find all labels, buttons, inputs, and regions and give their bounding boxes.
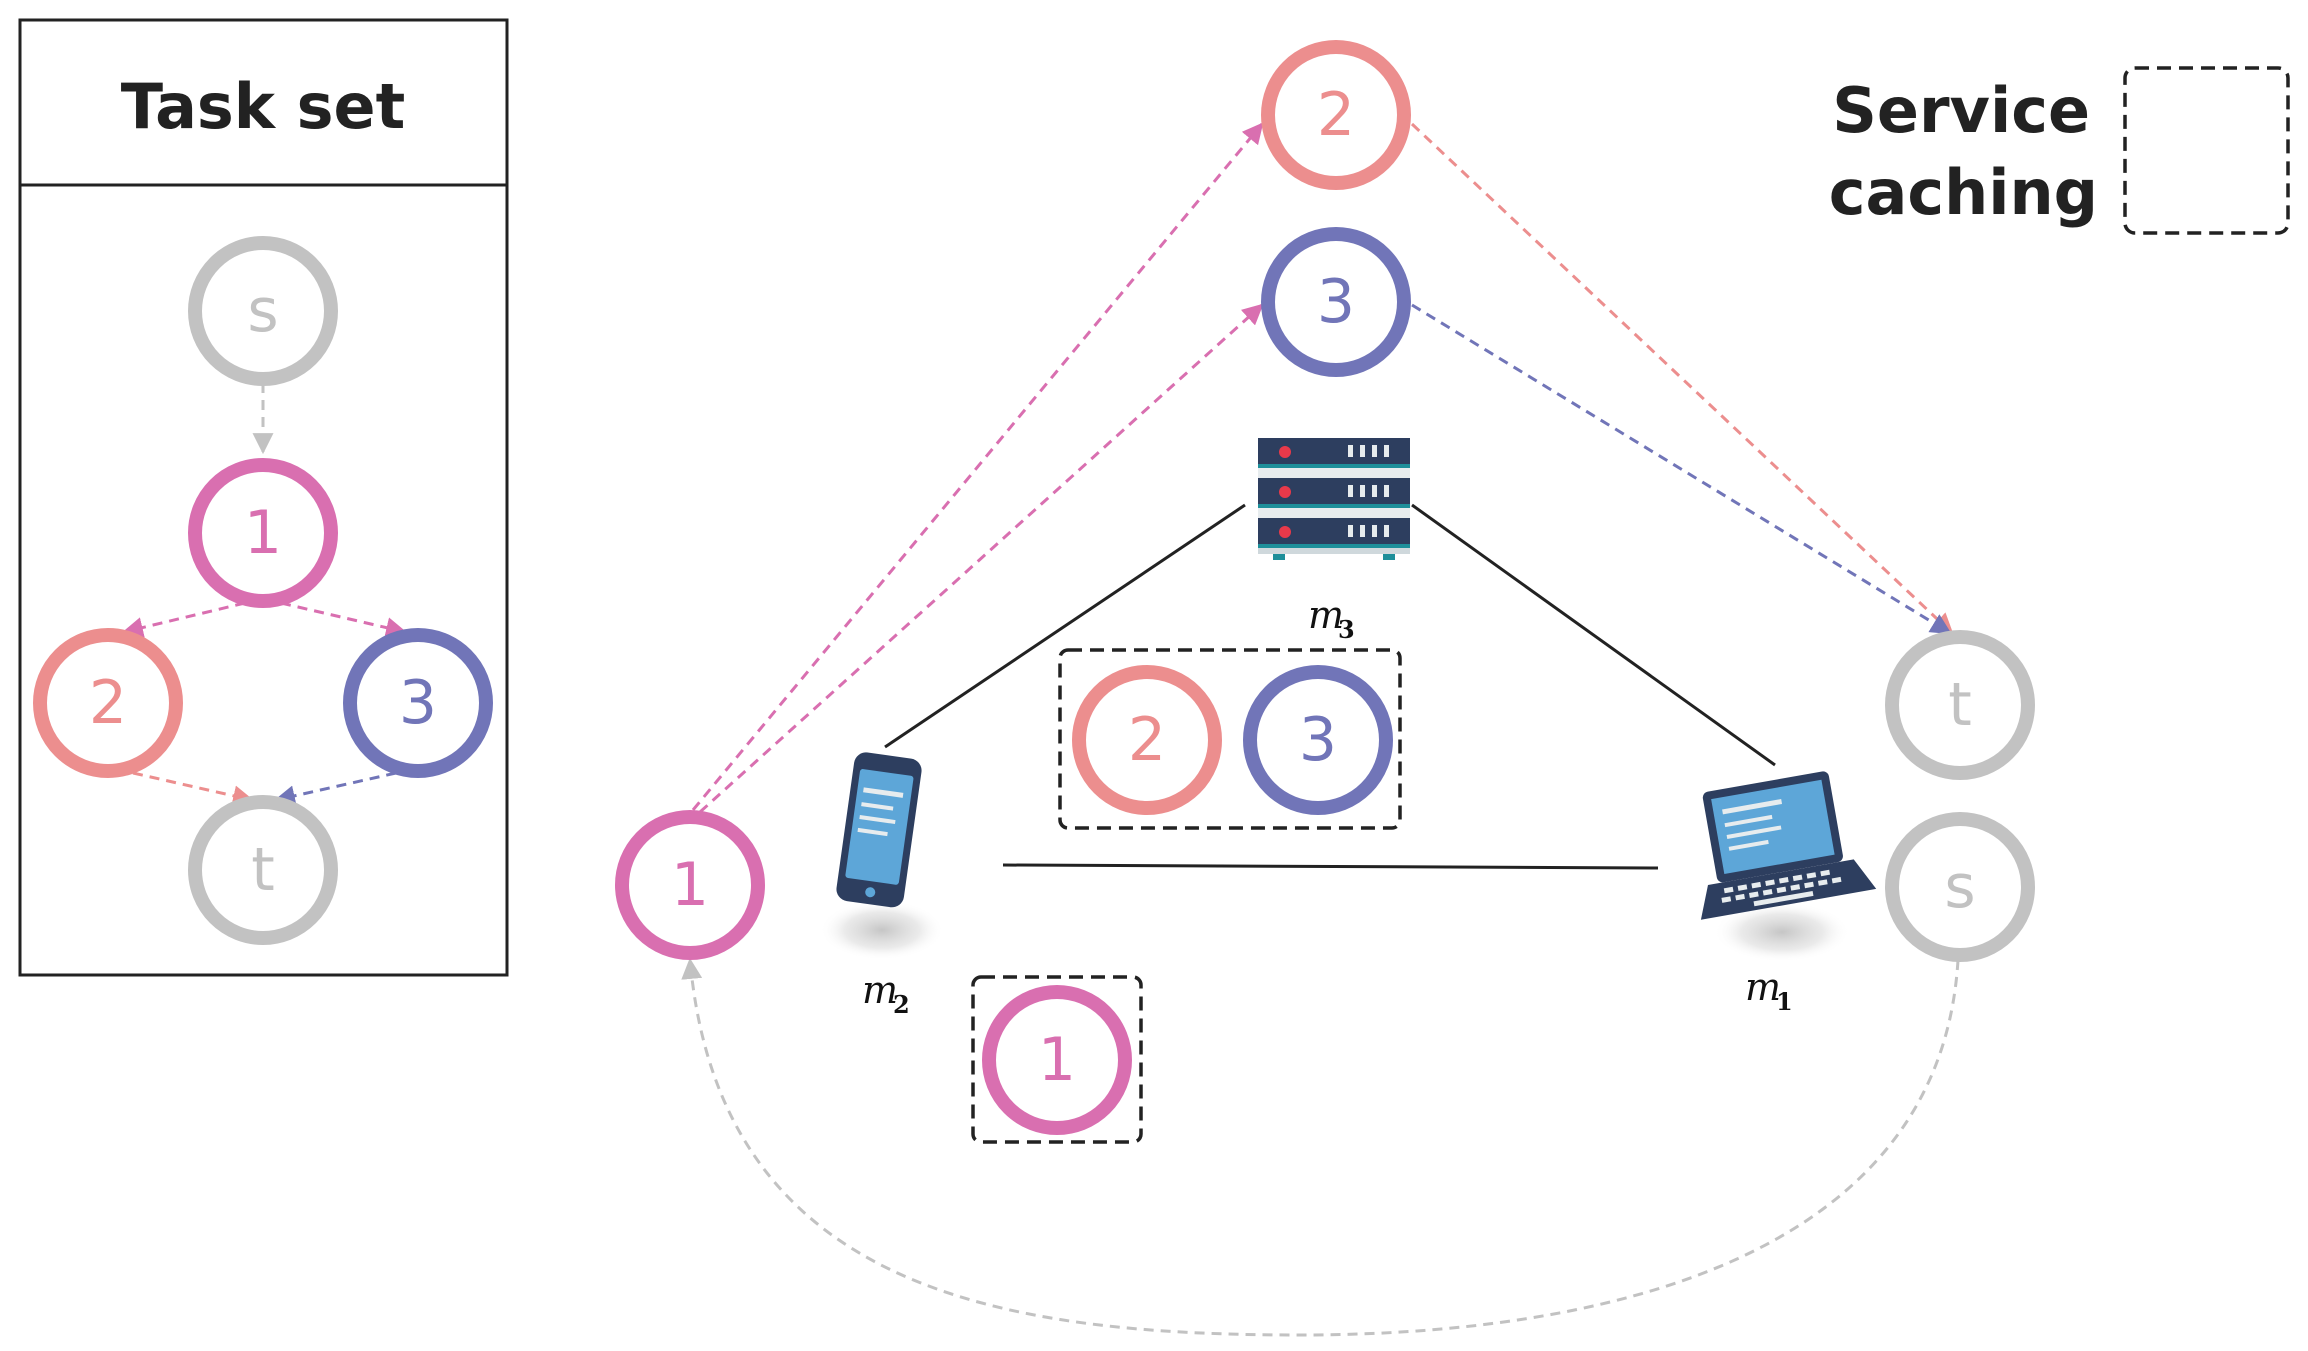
- flow-s-to-1: [681, 957, 1960, 1337]
- net-node-top-3-label: 3: [1317, 267, 1355, 337]
- smartphone-icon: [820, 752, 944, 960]
- task-node-s: s: [188, 236, 338, 386]
- service-caching-line1: Service: [1832, 74, 2090, 147]
- device-m2-sub: 2: [893, 990, 910, 1019]
- device-m3-name: m: [1308, 593, 1344, 637]
- net-node-left-1: 1: [615, 810, 765, 960]
- service-caching-legend: Service caching: [1829, 66, 2290, 235]
- cache-box-m2: [971, 975, 1143, 1144]
- net-node-right-s-label: s: [1944, 852, 1975, 922]
- task-node-1-label: 1: [244, 498, 282, 568]
- edge-3-t: [273, 771, 397, 807]
- task-node-3: 3: [343, 628, 493, 778]
- device-m2-name: m: [862, 968, 898, 1012]
- cached-node-m2-1: 1: [982, 985, 1132, 1135]
- device-m1-sub: 1: [1776, 987, 1793, 1016]
- cache-box-m3: [1058, 648, 1402, 830]
- task-node-2: 2: [33, 628, 183, 778]
- edge-1-2: [121, 601, 246, 638]
- device-label-m3: m 3: [1308, 593, 1355, 644]
- link-m3-m2: [884, 503, 1246, 749]
- task-node-t: t: [188, 795, 338, 945]
- cached-node-m3-2: 2: [1072, 665, 1222, 815]
- device-label-m2: m 2: [862, 968, 910, 1019]
- laptop-icon: [1700, 771, 1877, 962]
- server-icon: [1258, 438, 1410, 560]
- net-node-top-2: 2: [1261, 40, 1411, 190]
- flow-1-to-2: [691, 122, 1264, 811]
- task-node-1: 1: [188, 458, 338, 608]
- flow-1-to-3: [698, 303, 1264, 814]
- task-set-panel: Task set s 1 2 3 t: [18, 18, 509, 977]
- link-m3-m1: [1411, 503, 1776, 767]
- cached-node-m3-3-label: 3: [1299, 705, 1337, 775]
- net-node-right-t-label: t: [1948, 670, 1972, 740]
- service-caching-swatch: [2123, 66, 2290, 235]
- task-node-3-label: 3: [399, 668, 437, 738]
- net-node-right-t: t: [1885, 630, 2035, 780]
- task-set-title: Task set: [121, 70, 405, 143]
- net-node-top-3: 3: [1261, 227, 1411, 377]
- network-links: [884, 503, 1776, 870]
- net-node-top-2-label: 2: [1317, 80, 1355, 150]
- net-node-left-1-label: 1: [671, 850, 709, 920]
- net-node-right-s: s: [1885, 812, 2035, 962]
- link-m2-m1: [1002, 863, 1659, 870]
- service-caching-line2: caching: [1829, 156, 2098, 229]
- task-node-t-label: t: [251, 835, 275, 905]
- device-m3-sub: 3: [1338, 615, 1355, 644]
- edge-2-t: [132, 771, 255, 807]
- flow-edges: [681, 122, 1960, 1337]
- flow-2-to-t: [1410, 122, 1954, 635]
- cached-node-m3-2-label: 2: [1128, 705, 1166, 775]
- edge-1-3: [280, 601, 408, 638]
- flow-3-to-t: [1411, 303, 1952, 635]
- device-label-m1: m 1: [1745, 965, 1793, 1016]
- cached-node-m2-1-label: 1: [1038, 1025, 1076, 1095]
- device-m1-name: m: [1745, 965, 1781, 1009]
- task-node-2-label: 2: [89, 668, 127, 738]
- task-node-s-label: s: [247, 276, 278, 346]
- cached-node-m3-3: 3: [1243, 665, 1393, 815]
